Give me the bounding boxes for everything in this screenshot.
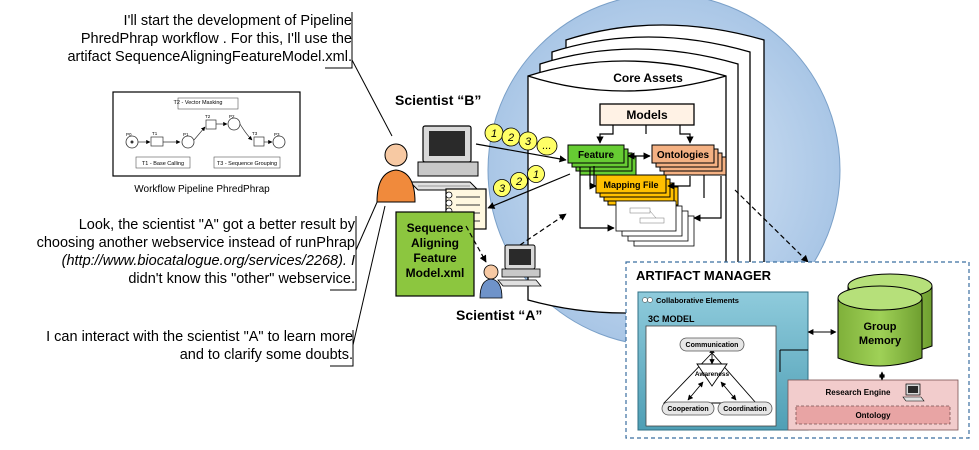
callout-better-result: Look, the scientist "A" got a better res… bbox=[10, 216, 355, 288]
mapping-file-stack bbox=[595, 174, 679, 206]
flow-arrows bbox=[465, 143, 809, 263]
mapping-file-label: Mapping File bbox=[604, 180, 659, 190]
group-memory-cylinders bbox=[837, 273, 933, 367]
scientist-b-icon bbox=[376, 143, 416, 203]
ontologies-label: Ontologies bbox=[657, 150, 710, 161]
scientist-a-computer-icon bbox=[497, 244, 542, 287]
models-box bbox=[599, 103, 695, 126]
models-label: Models bbox=[626, 108, 668, 122]
sequence-mark: 3 bbox=[499, 183, 506, 195]
workflow-transition-t1: T1 bbox=[152, 131, 158, 136]
workflow-place-p3: P3 bbox=[274, 132, 280, 137]
callout-interact: I can interact with the scientist "A" to… bbox=[10, 328, 353, 364]
callout-line: PhredPhrap workflow . For this, I'll use… bbox=[80, 31, 352, 47]
scientist-a-icon bbox=[479, 264, 503, 299]
artifact-manager-title: ARTIFACT MANAGER bbox=[636, 268, 772, 283]
artifact-file-line: Model.xml bbox=[406, 266, 465, 280]
awareness-label: Awareness bbox=[695, 371, 730, 378]
incoming-sequence-marks bbox=[493, 165, 545, 197]
research-engine-computer-icon bbox=[902, 383, 925, 402]
feature-label: Feature bbox=[578, 150, 615, 161]
cooperation-pill bbox=[661, 401, 715, 416]
core-asset-arrows bbox=[579, 125, 722, 232]
workflow-place-p0: P0 bbox=[126, 132, 132, 137]
core-assets-title: Core Assets bbox=[613, 71, 683, 85]
workflow-transition-t2: T2 bbox=[205, 114, 211, 119]
sequence-mark: 1 bbox=[491, 128, 497, 140]
collaborative-icon bbox=[642, 297, 653, 303]
callout-line: and to clarify some doubts. bbox=[179, 347, 353, 363]
callout-line: I'll start the development of Pipeline bbox=[123, 13, 352, 29]
artifact-file-line: Sequence bbox=[407, 221, 464, 235]
research-engine-label: Research Engine bbox=[826, 388, 891, 397]
callout-line: didn't know this "other" webservice. bbox=[128, 271, 355, 287]
coordination-pill bbox=[717, 401, 773, 416]
collaborative-elements-label: Collaborative Elements bbox=[656, 296, 739, 305]
scientist-a-label: Scientist “A” bbox=[456, 307, 542, 323]
artifact-file-box bbox=[395, 211, 475, 297]
workflow-transition-t3: T3 bbox=[252, 131, 258, 136]
sequence-mark: ... bbox=[542, 140, 551, 152]
scientist-b-computer-icon bbox=[408, 125, 480, 191]
group-memory-label: Group bbox=[864, 321, 897, 333]
workflow-task-t1: T1 - Base Calling bbox=[142, 161, 184, 167]
feature-stack bbox=[567, 144, 637, 176]
artifact-file-line: Feature bbox=[413, 251, 457, 265]
sequence-mark: 2 bbox=[507, 132, 514, 144]
coordination-label: Coordination bbox=[723, 406, 767, 413]
cooperation-label: Cooperation bbox=[667, 406, 708, 413]
workflow-place-p2: P2 bbox=[229, 114, 235, 119]
communication-pill bbox=[679, 337, 745, 352]
artifact-file-line: Aligning bbox=[411, 236, 459, 250]
workflow-task-t3: T3 - Sequence Grouping bbox=[217, 161, 277, 167]
ontologies-stack bbox=[651, 144, 727, 176]
callout-line: artifact SequenceAligningFeatureModel.xm… bbox=[67, 49, 352, 65]
callout-line: choosing another webservice instead of r… bbox=[36, 235, 355, 251]
sequence-mark: 2 bbox=[515, 176, 522, 188]
callout-line: Look, the scientist "A" got a better res… bbox=[78, 217, 355, 233]
callout-brackets bbox=[325, 12, 393, 367]
callout-line: I can interact with the scientist "A" to… bbox=[46, 329, 353, 345]
document-stack bbox=[615, 200, 695, 247]
workflow-thumbnail bbox=[112, 91, 301, 177]
scientist-b-label: Scientist “B” bbox=[395, 92, 481, 108]
communication-label: Communication bbox=[686, 342, 739, 349]
sequence-mark: 3 bbox=[525, 136, 532, 148]
ontology-box bbox=[795, 405, 951, 425]
ontology-label: Ontology bbox=[855, 411, 891, 420]
model-3c-label: 3C MODEL bbox=[648, 314, 695, 324]
workflow-place-p1: P1 bbox=[183, 132, 189, 137]
outgoing-sequence-marks bbox=[484, 123, 558, 156]
sequence-mark: 1 bbox=[533, 169, 539, 181]
callout-start-development: I'll start the development of Pipeline P… bbox=[30, 12, 352, 66]
artifact-manager-arrows bbox=[779, 329, 885, 381]
group-memory-label: Memory bbox=[859, 335, 902, 347]
workflow-task-t2: T2 - Vector Masking bbox=[174, 100, 223, 106]
workflow-caption: Workflow Pipeline PhredPhrap bbox=[134, 184, 270, 195]
callout-line: (http://www.biocatalogue.org/services/22… bbox=[61, 253, 355, 269]
